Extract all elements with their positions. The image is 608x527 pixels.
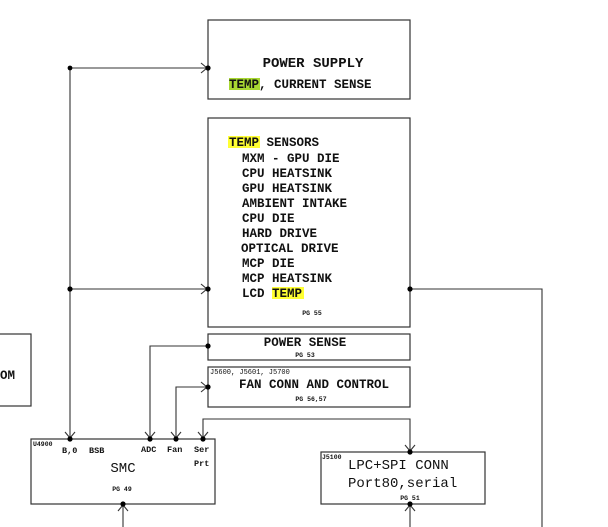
left-block: [0, 333, 32, 407]
wire-fan: [175, 386, 208, 439]
highlight: [228, 136, 260, 148]
fan-block: J5600, J5601, J5700 FAN CONN AND CONTROL…: [207, 366, 411, 408]
page-ref: PG 56,57: [295, 396, 326, 403]
refdes: U4900: [33, 441, 53, 448]
junction-dots: [67, 65, 413, 507]
smc-title: SMC: [110, 461, 135, 477]
wire-right: [410, 288, 543, 527]
sensor-item: CPU HEATSINK: [242, 167, 333, 181]
page-ref: PG 53: [295, 352, 315, 359]
pin-label: B,0: [62, 446, 77, 456]
wire-serial: [202, 418, 411, 452]
power-sense-title: POWER SENSE: [264, 336, 347, 350]
highlight-temp: TEMP: [229, 78, 259, 92]
left-block-text: OM: [0, 369, 15, 383]
sensor-item: OPTICAL DRIVE: [241, 242, 339, 256]
pin-label: Fan: [167, 445, 182, 455]
sensor-item: HARD DRIVE: [242, 227, 317, 241]
highlight: [229, 78, 260, 90]
sensor-item-lcd: LCD TEMP: [242, 287, 302, 301]
page-ref: PG 49: [112, 486, 132, 493]
lpc-subtitle: Port80,serial: [348, 476, 457, 492]
temp-sensors-block: TEMP SENSORS MXM - GPU DIE CPU HEATSINK …: [207, 117, 411, 328]
sensor-item: CPU DIE: [242, 212, 295, 226]
lpc-title: LPC+SPI CONN: [348, 458, 449, 474]
pin-label: Prt: [194, 459, 209, 469]
sensor-item: GPU HEATSINK: [242, 182, 333, 196]
lpc-block: J5100 LPC+SPI CONN Port80,serial PG 51: [320, 451, 486, 505]
power-supply-subtitle: TEMP, CURRENT SENSE: [229, 78, 372, 92]
highlight: [272, 287, 304, 299]
page-ref: PG 51: [400, 495, 420, 502]
sensor-item: MXM - GPU DIE: [242, 152, 340, 166]
pin-label: ADC: [141, 445, 156, 455]
power-supply-block: POWER SUPPLY TEMP, CURRENT SENSE: [207, 19, 411, 100]
sensor-item: MCP DIE: [242, 257, 295, 271]
page-ref: PG 55: [302, 310, 322, 317]
sensor-item: MCP HEATSINK: [242, 272, 333, 286]
wire-power-sense: [149, 345, 208, 439]
pin-label: BSB: [89, 446, 104, 456]
refdes: J5600, J5601, J5700: [210, 369, 290, 377]
temp-sensors-title: TEMP SENSORS: [229, 136, 320, 150]
pin-label: Ser: [194, 445, 209, 455]
power-supply-title: POWER SUPPLY: [263, 56, 364, 72]
fan-title: FAN CONN AND CONTROL: [239, 378, 389, 392]
refdes: J5100: [322, 454, 342, 461]
smc-block: U4900 B,0 BSB ADC Fan Ser Prt SMC PG 49: [30, 438, 216, 505]
sensor-item: AMBIENT INTAKE: [242, 197, 347, 211]
subtitle-rest: , CURRENT SENSE: [259, 78, 372, 92]
power-sense-block: POWER SENSE PG 53: [207, 333, 411, 361]
